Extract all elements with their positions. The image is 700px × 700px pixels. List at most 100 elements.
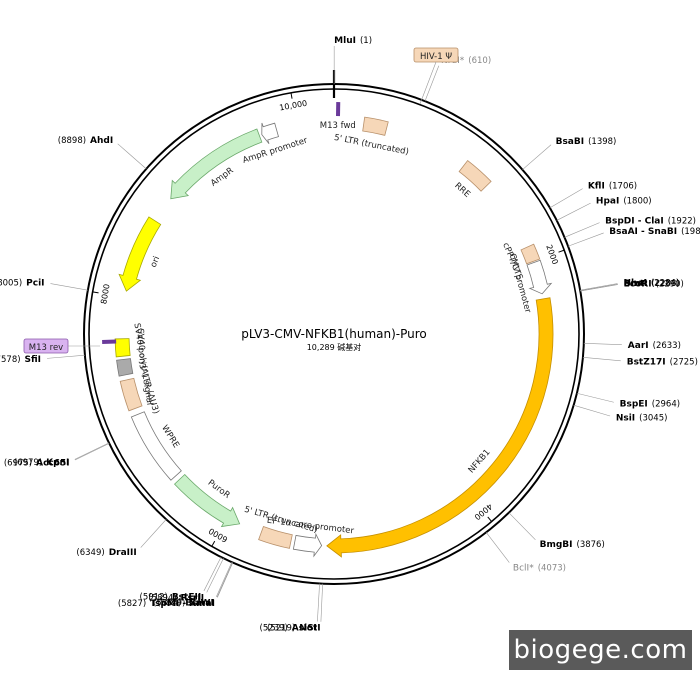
site-leader — [576, 392, 614, 403]
site-position: (1) — [360, 36, 372, 46]
site-leader — [549, 188, 583, 209]
site-leader — [206, 558, 224, 593]
svg-text:HIV-1 Ψ: HIV-1 Ψ — [420, 52, 452, 62]
site-bsteii: (5912)BstEII — [140, 556, 222, 602]
site-assi: (5239)AsiSI — [260, 583, 320, 634]
feature-shape — [261, 122, 279, 145]
site-name: NsiI — [616, 414, 635, 424]
tick-label: 10,000 — [279, 99, 308, 113]
site-mlui: MluI(1) — [333, 36, 372, 85]
site-leader — [564, 222, 600, 238]
site-bsabi: BsaBI(1398) — [522, 137, 616, 170]
site-bspdi: BspDI - ClaI (1922) — [564, 216, 696, 238]
site-nsii: NsiI(3045) — [573, 404, 668, 424]
feature-shape — [520, 243, 541, 265]
site-leader — [556, 202, 591, 221]
site-name: BsaAI - SnaBI — [609, 227, 677, 237]
site-label: (6349)DraIII — [76, 548, 136, 558]
site-label: (5834)BsiWI — [153, 598, 214, 608]
site-bspei: BspEI(2964) — [576, 392, 680, 410]
feature-shape — [326, 297, 554, 558]
primer-label: M13 fwd — [320, 121, 356, 131]
site-kfli: KflI (1706) — [549, 182, 637, 209]
site-name: NheI — [623, 279, 646, 289]
site-name: NotI — [299, 624, 320, 634]
site-position: (5827) — [118, 599, 146, 609]
site-name: BsiWI — [185, 598, 214, 608]
site-label: (5894)RsrII — [148, 594, 204, 604]
site-bstz17i: BstZ17I(2725) — [582, 356, 698, 367]
site-label: HpaI(1800) — [596, 196, 652, 206]
site-name: BmtI — [624, 279, 648, 289]
site-name: Acc65I — [36, 459, 70, 469]
feature-label: RRE — [452, 181, 471, 200]
site-name: KpnI — [46, 458, 69, 468]
site-bmti: BmtI(2288) — [580, 279, 680, 292]
tick-mark — [211, 540, 216, 547]
feature-shape — [118, 216, 162, 292]
feature-puror: PuroR — [173, 473, 241, 528]
site-noti: (5219) NotI — [267, 583, 323, 634]
site-name: AsiSI — [292, 624, 317, 634]
site-position: (5219) — [267, 624, 295, 634]
site-position: (1398) — [588, 137, 616, 147]
site-leader — [217, 562, 234, 598]
site-label: (6975) Acc65I — [4, 459, 70, 469]
feature-shape — [170, 128, 263, 200]
site-leader — [117, 143, 147, 170]
feature-label: SV40 ori — [135, 328, 147, 364]
site-label: BspDI - ClaI (1922) — [605, 216, 696, 226]
feature-label: AmpR — [209, 166, 236, 189]
feature-shape — [116, 358, 134, 377]
site-leader — [74, 443, 110, 461]
plasmid-size: 10,289 碱基对 — [307, 342, 362, 352]
site-label: BspEI(2964) — [620, 400, 680, 410]
site-name: BspDI - ClaI — [605, 216, 664, 226]
site-leader — [216, 562, 233, 598]
tick-mark — [290, 92, 293, 99]
site-name: PciI — [26, 279, 44, 289]
site-position: (1706) — [609, 182, 637, 192]
feature-rre: RRE — [452, 159, 492, 200]
tick-label: 6000 — [207, 526, 229, 544]
site-name: BsaBI — [556, 137, 585, 147]
site-position: (6979) — [14, 458, 42, 468]
site-leader — [203, 556, 222, 592]
feature-shape — [258, 525, 293, 549]
plasmid-backbone — [83, 70, 585, 585]
feature-label: ori — [149, 255, 162, 269]
site-name: AhdI — [90, 136, 113, 146]
site-name: AarI — [628, 341, 649, 351]
site-position: (2290) — [656, 280, 684, 290]
site-position: (5894) — [148, 594, 176, 604]
site-aari: AarI(2633) — [583, 341, 681, 351]
site-name: KflI — [588, 182, 605, 192]
site-position: (1922) — [668, 216, 696, 226]
site-label: NheI (2284) — [623, 279, 679, 289]
site-label: BmgBI(3876) — [540, 540, 605, 550]
site-label: (8898) AhdI — [58, 136, 113, 146]
site-name: SmaI — [189, 599, 214, 609]
site-leader — [424, 65, 440, 102]
site-leader — [74, 442, 110, 460]
feature-shape — [119, 377, 143, 412]
feature-shape — [173, 473, 241, 528]
site-position: (8898) — [58, 136, 86, 146]
site-label: NsiI(3045) — [616, 414, 668, 424]
site-leader — [580, 284, 618, 292]
site-position: (610) — [468, 56, 491, 66]
site-position: (2284) — [651, 279, 679, 289]
tick-label: 8000 — [99, 283, 111, 305]
site-label: (5239)AsiSI — [260, 624, 318, 634]
site-leader — [50, 283, 88, 291]
site-label: BclI*(4073) — [513, 563, 566, 573]
site-name: BclI* — [513, 563, 534, 573]
site-leader — [580, 283, 618, 292]
site-kpni: (6979) KpnI — [14, 442, 110, 468]
site-name: EcoRI — [624, 280, 652, 290]
site-position: (6349) — [76, 548, 104, 558]
site-position: (6975) — [4, 459, 32, 469]
tick-label: 4000 — [473, 502, 494, 522]
site-nhei: NheI (2284) — [580, 279, 679, 291]
